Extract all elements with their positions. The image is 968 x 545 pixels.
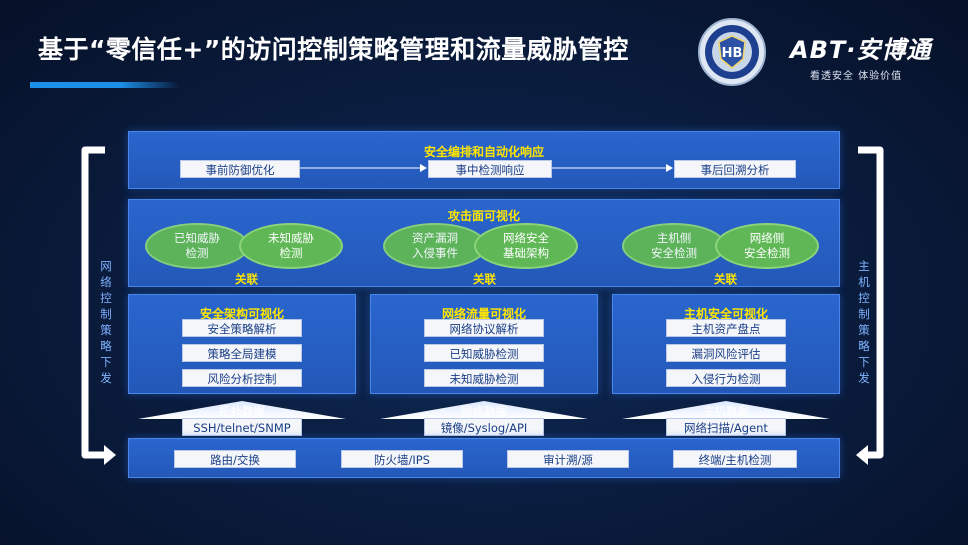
network-traffic-panel: 网络流量可视化 网络协议解析 已知威胁检测 未知威胁检测 xyxy=(370,294,598,394)
company-logo: ABT·安博通 看透安全 体验价值 xyxy=(790,30,940,82)
column-2-item-1: 网络协议解析 xyxy=(424,319,544,337)
orchestration-step-2: 事中检测响应 xyxy=(428,160,552,178)
up-arrow-2 xyxy=(380,401,588,419)
ellipse-network-side: 网络侧安全检测 xyxy=(715,223,819,269)
host-security-panel: 主机安全可视化 主机资产盘点 漏洞风险评估 入侵行为检测 xyxy=(612,294,840,394)
column-2-item-3: 未知威胁检测 xyxy=(424,369,544,387)
title-underline xyxy=(30,82,180,88)
page-title: 基于“零信任+”的访问控制策略管理和流量威胁管控 xyxy=(38,35,629,64)
right-side-label: 主机控制策略下发 xyxy=(858,259,870,385)
attack-surface-panel: 攻击面可视化 已知威胁检测 未知威胁检测 关联 资产漏洞入侵事件 网络安全基础架… xyxy=(128,199,840,287)
infra-item-firewall: 防火墙/IPS xyxy=(341,450,463,468)
right-arrowhead-icon xyxy=(856,445,868,465)
infrastructure-panel: 路由/交换 防火墙/IPS 审计溯/源 终端/主机检测 xyxy=(128,438,840,478)
left-bracket-arrow xyxy=(81,146,105,459)
source-label-3: 主机数据 xyxy=(703,404,749,418)
left-side-label: 网络控制策略下发 xyxy=(100,259,112,385)
column-1-item-2: 策略全局建模 xyxy=(182,344,302,362)
orchestration-panel: 安全编排和自动化响应 事前防御优化 事中检测响应 事后回溯分析 xyxy=(128,131,840,189)
relation-label-1: 关联 xyxy=(235,272,258,286)
infra-item-routing: 路由/交换 xyxy=(174,450,296,468)
source-detail-3: 网络扫描/Agent xyxy=(666,418,786,436)
ellipse-network-infra: 网络安全基础架构 xyxy=(474,223,578,269)
ellipse-asset-vuln: 资产漏洞入侵事件 xyxy=(383,223,487,269)
column-3-title: 主机安全可视化 xyxy=(683,307,768,321)
column-2-title: 网络流量可视化 xyxy=(441,307,526,321)
up-arrow-3 xyxy=(622,401,830,419)
source-label-2: 网络数据 xyxy=(461,404,507,418)
security-badge-icon: HB xyxy=(698,18,766,86)
infra-item-audit: 审计溯/源 xyxy=(507,450,629,468)
svg-text:HB: HB xyxy=(722,46,743,61)
column-3-item-3: 入侵行为检测 xyxy=(666,369,786,387)
source-detail-2: 镜像/Syslog/API xyxy=(424,418,544,436)
relation-label-3: 关联 xyxy=(714,272,737,286)
ellipse-host-side: 主机侧安全检测 xyxy=(622,223,726,269)
left-arrowhead-icon xyxy=(104,445,116,465)
column-3-item-2: 漏洞风险评估 xyxy=(666,344,786,362)
source-detail-1: SSH/telnet/SNMP xyxy=(182,418,302,436)
source-label-1: 拓扑数据 xyxy=(219,404,265,418)
up-arrow-1 xyxy=(138,401,346,419)
column-1-title: 安全架构可视化 xyxy=(199,307,284,321)
infra-item-endpoint: 终端/主机检测 xyxy=(673,450,797,468)
column-3-item-1: 主机资产盘点 xyxy=(666,319,786,337)
logo-slogan: 看透安全 体验价值 xyxy=(810,71,903,82)
orchestration-title: 安全编排和自动化响应 xyxy=(423,145,544,159)
column-1-item-1: 安全策略解析 xyxy=(182,319,302,337)
ellipse-unknown-threat: 未知威胁检测 xyxy=(239,223,343,269)
orchestration-step-3: 事后回溯分析 xyxy=(674,160,796,178)
attack-surface-title: 攻击面可视化 xyxy=(447,209,520,223)
security-architecture-panel: 安全架构可视化 安全策略解析 策略全局建模 风险分析控制 xyxy=(128,294,356,394)
column-2-item-2: 已知威胁检测 xyxy=(424,344,544,362)
logo-text: ABT·安博通 xyxy=(790,36,932,64)
orchestration-step-1: 事前防御优化 xyxy=(180,160,300,178)
column-1-item-3: 风险分析控制 xyxy=(182,369,302,387)
relation-label-2: 关联 xyxy=(473,272,496,286)
right-bracket-arrow xyxy=(858,146,884,459)
